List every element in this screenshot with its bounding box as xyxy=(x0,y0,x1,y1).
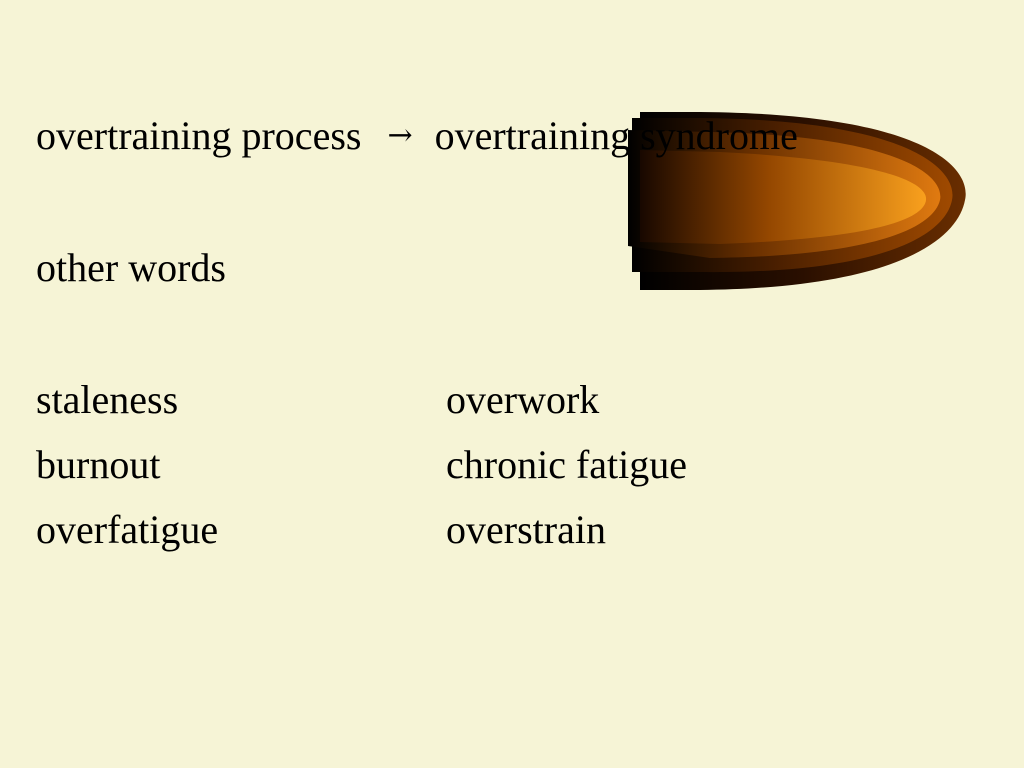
title-left-term: overtraining process xyxy=(36,113,362,158)
term-right-1: overwork xyxy=(446,377,600,422)
subtitle: other words xyxy=(36,245,226,290)
title-right-term: overtraining syndrome xyxy=(434,113,798,158)
term-right-2: chronic fatigue xyxy=(446,442,687,487)
slide-title: overtraining process → overtraining syndro… xyxy=(36,112,798,164)
term-left-3: overfatigue xyxy=(36,507,219,552)
right-arrow-icon: → xyxy=(387,118,413,153)
term-left-2: burnout xyxy=(36,442,161,487)
term-right-3: overstrain xyxy=(446,507,606,552)
term-left-1: staleness xyxy=(36,377,179,422)
